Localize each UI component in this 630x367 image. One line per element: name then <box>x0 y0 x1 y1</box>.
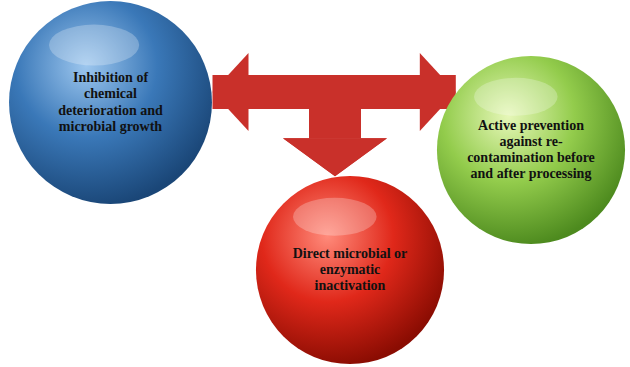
blue-sphere: Inhibition of chemical deterioration and… <box>8 0 213 205</box>
red-arrow <box>283 75 456 176</box>
red-arrow <box>213 75 388 176</box>
node-text: Direct microbial or enzymatic inactivati… <box>291 246 409 294</box>
node-text: Active prevention against re-contaminati… <box>463 118 599 182</box>
arrow-part <box>309 75 361 138</box>
arrow-part <box>283 138 387 176</box>
arrow-part <box>283 138 387 176</box>
node-text: Inhibition of chemical deterioration and… <box>47 70 175 134</box>
arrow-part <box>309 75 361 138</box>
green-sphere: Active prevention against re-contaminati… <box>436 55 626 245</box>
red-sphere: Direct microbial or enzymatic inactivati… <box>255 175 445 365</box>
